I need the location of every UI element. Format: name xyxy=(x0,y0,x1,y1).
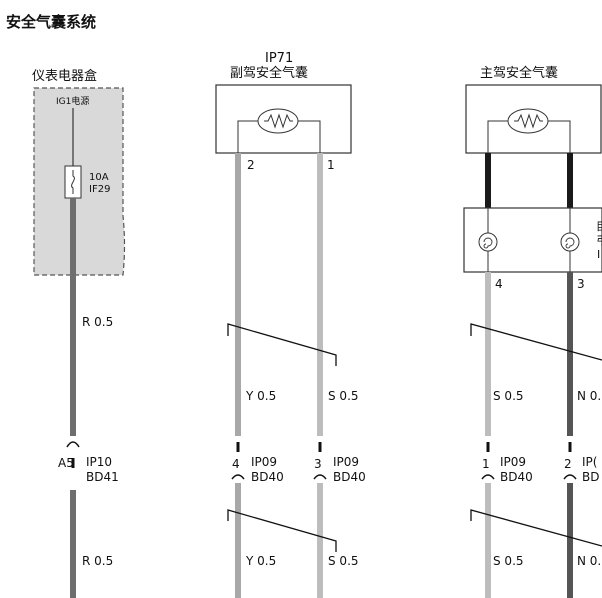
resistor-icon-passenger xyxy=(257,108,299,134)
resistor-zigzag-passenger xyxy=(264,113,293,129)
right-b-connector-pin-label: 2 xyxy=(564,457,572,471)
right-twist-lower xyxy=(470,509,602,547)
middle-component-code: IP71 xyxy=(265,51,293,66)
resistor-icon-driver xyxy=(507,108,549,134)
left-connector-pin-label: A5 xyxy=(58,456,74,470)
resistor-zigzag-driver xyxy=(514,113,543,129)
right-a-connector-harness: BD40 xyxy=(500,470,533,484)
right-twist-upper xyxy=(470,323,602,361)
left-wire-lower-label: R 0.5 xyxy=(82,554,113,568)
clock-spring-spiral-b xyxy=(565,237,575,249)
fuse-element xyxy=(71,170,75,194)
left-connector-code: IP10 xyxy=(86,455,112,469)
mid-wire-b-upper-label: S 0.5 xyxy=(328,389,359,403)
mid-twist-upper xyxy=(227,323,337,366)
left-connector-symbol xyxy=(66,441,80,448)
driver-pin-3: 3 xyxy=(577,277,585,291)
right-component-name: 主驾安全气囊 xyxy=(480,65,558,81)
mid-a-connector-pin-label: 4 xyxy=(232,457,240,471)
mid-b-connector-code: IP09 xyxy=(333,455,359,469)
right-a-connector-symbol xyxy=(481,474,495,480)
right-b-connector-code: IP( xyxy=(582,455,597,469)
mid-b-connector-harness: BD40 xyxy=(333,470,366,484)
left-box-title: 仪表电器盒 xyxy=(32,68,97,84)
passenger-pin-1: 1 xyxy=(327,158,335,172)
middle-component-name: 副驾安全气囊 xyxy=(230,65,308,81)
mid-b-connector-pin-label: 3 xyxy=(314,457,322,471)
right-wire-a-lower-label: S 0.5 xyxy=(493,554,524,568)
mid-a-connector-harness: BD40 xyxy=(251,470,284,484)
right-a-connector-pin-label: 1 xyxy=(482,457,490,471)
fuse-id: IF29 xyxy=(89,184,110,195)
clock-spring-label-clipped-2: 弓 xyxy=(596,234,602,247)
fuse-rating: 10A xyxy=(89,172,109,183)
mid-wire-b-lower-label: S 0.5 xyxy=(328,554,359,568)
power-label: IG1电源 xyxy=(56,95,89,107)
driver-pin-4: 4 xyxy=(495,277,503,291)
mid-a-connector-code: IP09 xyxy=(251,455,277,469)
passenger-pin-2: 2 xyxy=(247,158,255,172)
clock-spring-spiral-a xyxy=(483,237,493,249)
right-wire-b-lower-label: N 0. xyxy=(577,554,601,568)
mid-a-connector-symbol xyxy=(231,474,245,480)
clock-spring-coil-a-icon xyxy=(478,232,498,252)
left-wire-upper-label: R 0.5 xyxy=(82,315,113,329)
left-connector-harness: BD41 xyxy=(86,470,119,484)
clock-spring-label-clipped-3: I xyxy=(597,248,600,261)
right-b-connector-harness: BD xyxy=(582,470,599,484)
driver-airbag-loop xyxy=(487,120,571,153)
passenger-airbag-loop xyxy=(237,120,321,153)
right-b-connector-symbol xyxy=(563,474,577,480)
right-wire-b-upper-label: N 0. xyxy=(577,389,601,403)
mid-wire-a-upper-label: Y 0.5 xyxy=(245,389,276,403)
clock-spring-label-clipped-1: 目 xyxy=(596,220,602,233)
mid-b-connector-symbol xyxy=(313,474,327,480)
right-wire-a-upper-label: S 0.5 xyxy=(493,389,524,403)
clock-spring-coil-b-icon xyxy=(560,232,580,252)
mid-twist-lower xyxy=(227,509,337,552)
right-a-connector-code: IP09 xyxy=(500,455,526,469)
diagram-title: 安全气囊系统 xyxy=(6,13,96,31)
mid-wire-a-lower-label: Y 0.5 xyxy=(245,554,276,568)
